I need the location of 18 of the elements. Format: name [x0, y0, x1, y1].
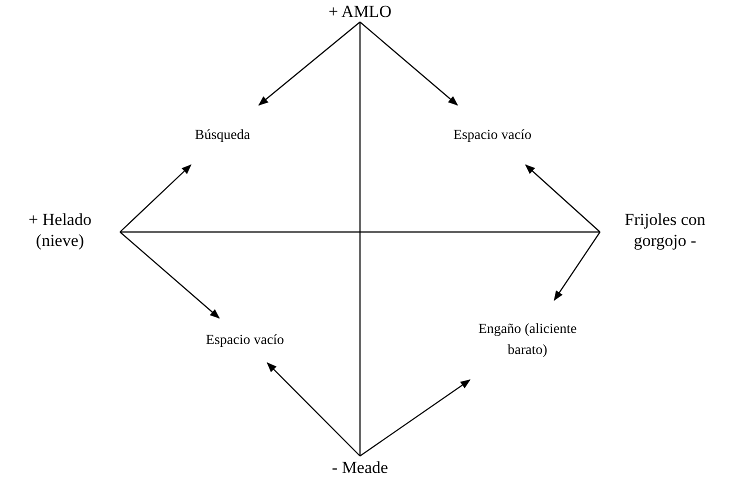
axis-line	[120, 231, 600, 233]
arrow	[360, 379, 471, 456]
axis-label: - Meade	[332, 457, 388, 478]
arrow	[360, 22, 458, 106]
axis-label: Frijoles con gorgojo -	[624, 209, 706, 251]
arrow	[266, 362, 360, 456]
axis-label: + Helado (nieve)	[28, 209, 92, 251]
quadrant-label: Búsqueda	[194, 126, 250, 144]
arrow	[120, 164, 192, 232]
quadrant-label: Espacio vacío	[453, 126, 532, 144]
arrow	[120, 232, 220, 319]
arrow	[525, 164, 600, 232]
quadrant-label: Engaño (aliciente barato)	[477, 321, 578, 360]
axis-line	[359, 22, 361, 456]
quadrant-label: Espacio vacío	[206, 332, 284, 350]
axis-label: + AMLO	[328, 0, 392, 22]
arrow	[258, 22, 360, 106]
arrow	[554, 232, 600, 301]
